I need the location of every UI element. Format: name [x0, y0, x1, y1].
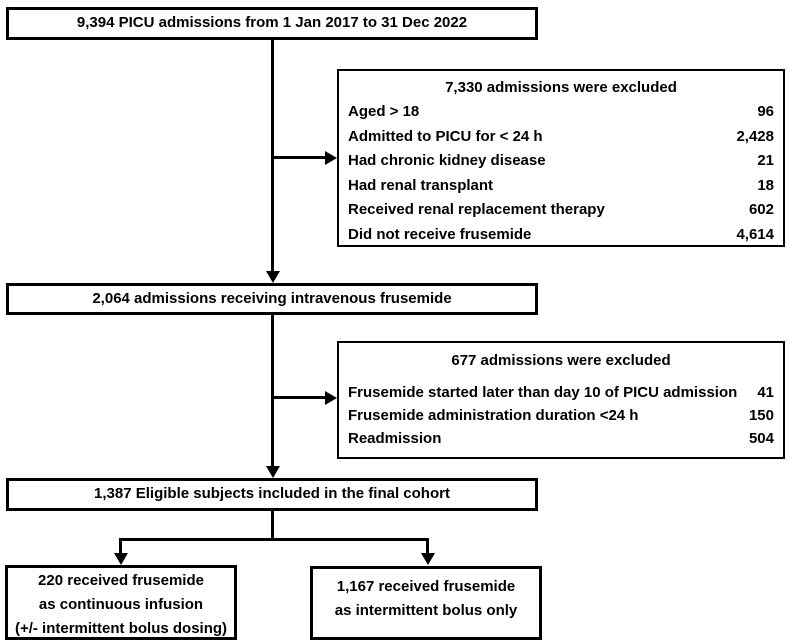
connector-split-bar — [119, 538, 429, 541]
exclusion-row-label: Did not receive frusemide — [348, 225, 532, 243]
excluded-first-title: 7,330 admissions were excluded — [445, 79, 677, 96]
box-continuous-infusion: 220 received frusemide as continuous inf… — [5, 565, 237, 640]
exclusion-row-value: 504 — [748, 430, 774, 447]
arrow-down-icon — [114, 553, 128, 565]
box-final-cohort-text: 1,387 Eligible subjects included in the … — [94, 485, 450, 503]
exclusion-row: Admitted to PICU for < 24 h 2,428 — [348, 125, 774, 150]
exclusion-row-label: Admitted to PICU for < 24 h — [348, 127, 543, 145]
box-intermittent-bolus-line1: 1,167 received frusemide — [336, 578, 516, 595]
connector-mid-to-cohort — [271, 315, 274, 467]
arrow-right-icon — [325, 391, 337, 405]
arrow-down-icon — [421, 553, 435, 565]
exclusion-row-label: Had chronic kidney disease — [348, 152, 546, 169]
exclusion-row-value: 2,428 — [736, 127, 774, 145]
exclusion-row-value: 96 — [757, 103, 774, 120]
box-intermittent-bolus: 1,167 received frusemide as intermittent… — [310, 566, 542, 640]
connector-branch-exclusion2 — [273, 396, 326, 399]
exclusion-row: Had renal transplant 18 — [348, 174, 774, 199]
arrow-down-icon — [266, 466, 280, 478]
arrow-down-icon — [266, 271, 280, 283]
exclusion-row-value: 41 — [757, 384, 774, 401]
connector-split-left — [119, 538, 122, 555]
exclusion-row-value: 602 — [748, 201, 774, 218]
exclusion-row-value: 18 — [757, 176, 774, 194]
box-continuous-infusion-line2: as continuous infusion — [38, 596, 204, 613]
exclusion-row-value: 150 — [748, 407, 774, 424]
box-total-admissions-text: 9,394 PICU admissions from 1 Jan 2017 to… — [76, 14, 468, 32]
exclusion-row-label: Frusemide administration duration <24 h — [348, 407, 639, 424]
connector-branch-exclusion1 — [273, 156, 326, 159]
exclusion-row-value: 21 — [757, 152, 774, 169]
exclusion-row: Did not receive frusemide 4,614 — [348, 223, 774, 248]
exclusion-row: Frusemide started later than day 10 of P… — [348, 381, 774, 404]
connector-top-to-mid — [271, 40, 274, 272]
box-iv-frusemide: 2,064 admissions receiving intravenous f… — [6, 283, 538, 315]
connector-cohort-stem — [271, 511, 274, 541]
exclusion-row: Aged > 18 96 — [348, 100, 774, 125]
exclusion-row-label: Readmission — [348, 430, 442, 447]
exclusion-row: Had chronic kidney disease 21 — [348, 149, 774, 174]
box-excluded-second: 677 admissions were excluded Frusemide s… — [337, 341, 785, 459]
exclusion-row: Readmission 504 — [348, 427, 774, 450]
box-iv-frusemide-text: 2,064 admissions receiving intravenous f… — [92, 289, 452, 307]
excluded-second-title: 677 admissions were excluded — [451, 352, 671, 369]
box-continuous-infusion-line1: 220 received frusemide — [38, 572, 204, 589]
box-final-cohort: 1,387 Eligible subjects included in the … — [6, 478, 538, 511]
exclusion-row-label: Received renal replacement therapy — [348, 201, 605, 218]
exclusion-row-label: Had renal transplant — [348, 176, 494, 194]
exclusion-row: Received renal replacement therapy 602 — [348, 198, 774, 223]
box-continuous-infusion-line3: (+/- intermittent bolus dosing) — [14, 620, 228, 637]
connector-split-right — [426, 538, 429, 555]
exclusion-row: Frusemide administration duration <24 h … — [348, 404, 774, 427]
box-excluded-first: 7,330 admissions were excluded Aged > 18… — [337, 69, 785, 247]
exclusion-row-value: 4,614 — [736, 225, 774, 243]
arrow-right-icon — [325, 151, 337, 165]
box-intermittent-bolus-line2: as intermittent bolus only — [334, 602, 518, 619]
box-total-admissions: 9,394 PICU admissions from 1 Jan 2017 to… — [6, 7, 538, 40]
exclusion-row-label: Frusemide started later than day 10 of P… — [348, 384, 738, 401]
exclusion-row-label: Aged > 18 — [348, 103, 420, 120]
